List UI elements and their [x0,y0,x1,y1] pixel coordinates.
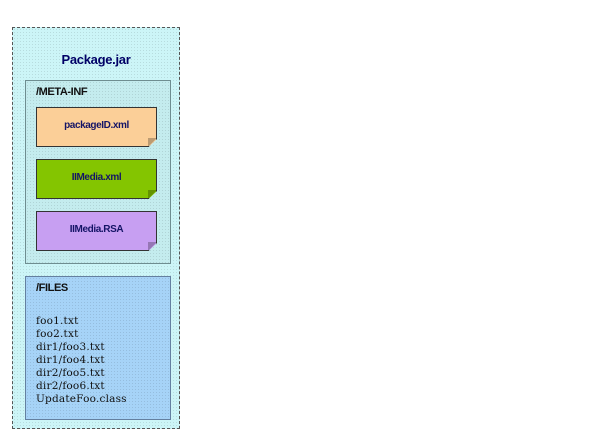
iimedia-rsa-label: IIMedia.RSA [69,224,124,235]
list-item: dir1/foo3.txt [36,341,105,353]
files-label: /FILES [36,282,68,294]
list-item: foo2.txt [36,328,79,340]
packageid-xml-file: packageID.xml [36,107,157,147]
files-list: foo1.txt foo2.txt dir1/foo3.txt dir1/foo… [36,315,127,406]
list-item: dir1/foo4.txt [36,354,105,366]
files-folder: /FILES foo1.txt foo2.txt dir1/foo3.txt d… [25,276,171,420]
meta-inf-label: /META-INF [36,86,88,98]
list-item: UpdateFoo.class [36,393,127,405]
meta-inf-folder: /META-INF packageID.xml IIMedia.xml IIMe… [25,80,171,264]
iimedia-rsa-file: IIMedia.RSA [36,211,157,251]
iimedia-xml-label: IIMedia.xml [71,172,122,183]
list-item: dir2/foo6.txt [36,380,105,392]
package-title: Package.jar [61,52,131,67]
list-item: dir2/foo5.txt [36,367,105,379]
package-jar-container: Package.jar /META-INF packageID.xml IIMe… [12,27,180,429]
list-item: foo1.txt [36,315,79,327]
packageid-xml-label: packageID.xml [64,120,129,131]
iimedia-xml-file: IIMedia.xml [36,159,157,199]
